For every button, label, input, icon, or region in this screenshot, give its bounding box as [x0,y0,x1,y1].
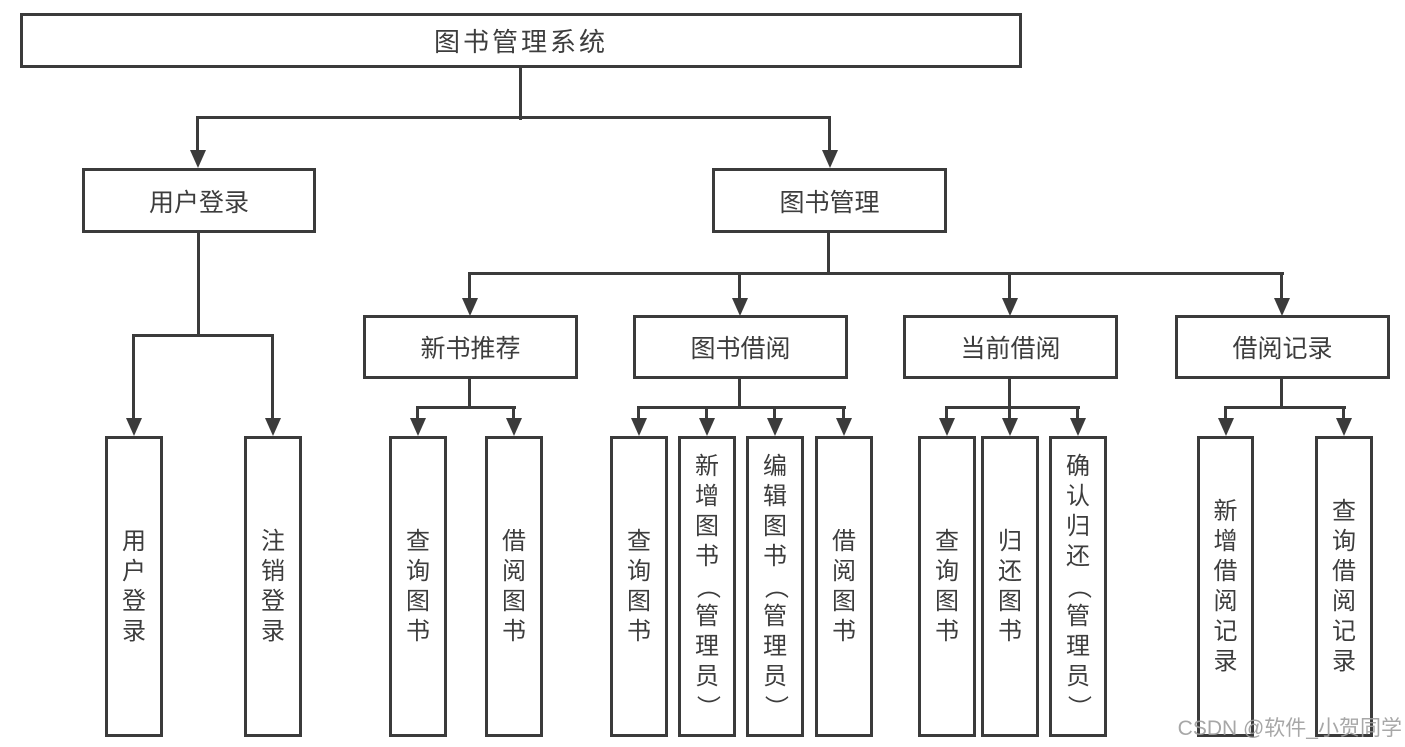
leaf-label: 新增借阅记录 [1213,497,1238,675]
connector-bar-new-book [416,406,516,409]
leaf-user-login: 用户登录 [105,436,163,737]
arrow-down-icon [265,418,281,436]
arrow-down-icon [836,418,852,436]
connector-drop-leaf [773,406,776,420]
leaf-label: 确认归还（管理员） [1065,452,1092,719]
connector-stub-borrow-records [1280,379,1283,409]
arrow-down-icon [1002,298,1018,316]
connector-drop-leaf [945,406,948,420]
node-label: 图书管理 [779,188,880,217]
leaf-label: 查询借阅记录 [1332,497,1356,675]
leaf-confirm-return-admin: 确认归还（管理员） [1049,436,1107,737]
connector-drop-leaf [1342,406,1345,420]
leaf-label: 借阅图书 [502,527,526,645]
node-new-book-recommend: 新书推荐 [363,315,578,379]
leaf-query-book-current: 查询图书 [918,436,976,737]
connector-drop-leaf [271,334,274,420]
node-borrow-records: 借阅记录 [1175,315,1390,379]
leaf-label: 借阅图书 [832,527,856,645]
arrow-down-icon [506,418,522,436]
leaf-add-book-admin: 新增图书（管理员） [678,436,736,737]
connector-drop-level3 [468,272,471,300]
node-user-login: 用户登录 [82,168,316,233]
node-book-management: 图书管理 [712,168,947,233]
connector-drop-level3 [1008,272,1011,300]
connector-drop-leaf [1224,406,1227,420]
connector-drop-leaf [1008,406,1011,420]
connector-bar-level2 [196,116,831,119]
node-label: 当前借阅 [960,335,1061,363]
connector-drop-user-login [196,116,199,152]
connector-stub-new-book [468,379,471,409]
connector-stub-book-mgmt [827,233,830,275]
leaf-add-borrow-record: 新增借阅记录 [1197,436,1254,737]
leaf-edit-book-admin: 编辑图书（管理员） [746,436,804,737]
connector-trunk-root [519,68,522,120]
node-label: 用户登录 [148,188,249,217]
arrow-down-icon [410,418,426,436]
arrow-down-icon [822,150,838,168]
leaf-logout: 注销登录 [244,436,302,737]
connector-stub-book-borrow [738,379,741,409]
connector-drop-leaf [705,406,708,420]
connector-bar-current-borrow [945,406,1080,409]
arrow-down-icon [767,418,783,436]
connector-bar-book-borrow [637,406,846,409]
arrow-down-icon [126,418,142,436]
leaf-label: 用户登录 [122,527,146,645]
connector-drop-leaf [512,406,515,420]
arrow-down-icon [631,418,647,436]
arrow-down-icon [732,298,748,316]
watermark-text: CSDN @软件_小贺同学 [1177,717,1402,740]
leaf-label: 查询图书 [935,527,959,645]
connector-drop-leaf [637,406,640,420]
leaf-label: 新增图书（管理员） [694,452,721,719]
arrow-down-icon [1002,418,1018,436]
connector-bar-borrow-records [1224,406,1346,409]
arrow-down-icon [190,150,206,168]
arrow-down-icon [462,298,478,316]
leaf-query-book-borrow: 查询图书 [610,436,668,737]
arrow-down-icon [939,418,955,436]
arrow-down-icon [699,418,715,436]
leaf-borrow-book: 借阅图书 [815,436,873,737]
leaf-label: 查询图书 [627,527,651,645]
node-label: 图书借阅 [690,335,791,363]
arrow-down-icon [1218,418,1234,436]
node-label: 新书推荐 [420,335,521,363]
connector-drop-leaf [132,334,135,420]
connector-drop-leaf [842,406,845,420]
connector-stub-user-login [197,233,200,337]
leaf-query-borrow-record: 查询借阅记录 [1315,436,1373,737]
arrow-down-icon [1070,418,1086,436]
leaf-return-book: 归还图书 [981,436,1039,737]
connector-drop-leaf [416,406,419,420]
leaf-borrow-book-new-book: 借阅图书 [485,436,543,737]
leaf-label: 注销登录 [261,527,285,645]
connector-bar-level3 [468,272,1284,275]
node-label: 图书管理系统 [433,27,608,57]
leaf-query-book-new-book: 查询图书 [389,436,447,737]
connector-stub-current-borrow [1008,379,1011,409]
node-label: 借阅记录 [1232,335,1333,363]
connector-drop-leaf [1076,406,1079,420]
connector-drop-level3 [1280,272,1283,300]
node-book-borrow: 图书借阅 [633,315,848,379]
node-current-borrow: 当前借阅 [903,315,1118,379]
connector-drop-level3 [738,272,741,300]
connector-bar-user-login [132,334,274,337]
arrow-down-icon [1336,418,1352,436]
leaf-label: 查询图书 [406,527,430,645]
leaf-label: 编辑图书（管理员） [762,452,789,719]
node-root-book-management-system: 图书管理系统 [20,13,1022,68]
connector-drop-book-mgmt [828,116,831,152]
arrow-down-icon [1274,298,1290,316]
leaf-label: 归还图书 [998,527,1022,645]
